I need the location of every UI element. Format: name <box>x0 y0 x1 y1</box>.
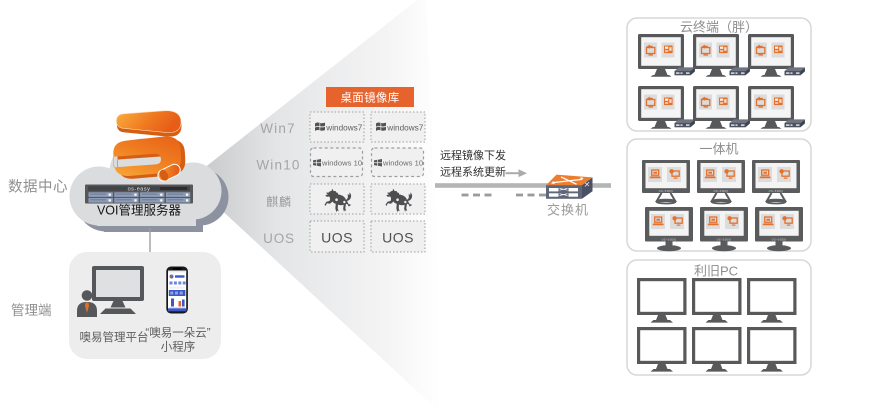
svg-text:噢易管理平台: 噢易管理平台 <box>80 330 149 344</box>
svg-text:交换机: 交换机 <box>547 203 589 218</box>
svg-text:UOS: UOS <box>382 230 414 246</box>
svg-text:os-easy: os-easy <box>128 187 151 193</box>
svg-text:管理端: 管理端 <box>11 303 52 318</box>
svg-text:VOI管理服务器: VOI管理服务器 <box>97 203 182 218</box>
svg-text:“噢易一朵云”: “噢易一朵云” <box>145 326 210 340</box>
svg-text:Win10: Win10 <box>256 158 300 173</box>
svg-text:云终端（胖）: 云终端（胖） <box>680 20 758 35</box>
svg-text:一体机: 一体机 <box>699 142 738 157</box>
svg-text:桌面镜像库: 桌面镜像库 <box>341 91 400 105</box>
svg-text:远程系统更新: 远程系统更新 <box>440 165 506 179</box>
svg-text:数据中心: 数据中心 <box>8 179 68 196</box>
svg-text:麒麟: 麒麟 <box>266 194 292 209</box>
svg-text:利旧PC: 利旧PC <box>694 264 738 279</box>
svg-text:小程序: 小程序 <box>161 340 196 354</box>
svg-text:windows 10: windows 10 <box>321 158 362 167</box>
svg-text:windows7: windows7 <box>386 123 423 132</box>
svg-text:UOS: UOS <box>321 230 353 246</box>
svg-text:windows 10: windows 10 <box>382 158 423 167</box>
svg-text:windows7: windows7 <box>325 123 362 132</box>
svg-text:Win7: Win7 <box>260 121 296 136</box>
svg-text:UOS: UOS <box>263 231 295 246</box>
svg-text:远程镜像下发: 远程镜像下发 <box>440 148 506 162</box>
